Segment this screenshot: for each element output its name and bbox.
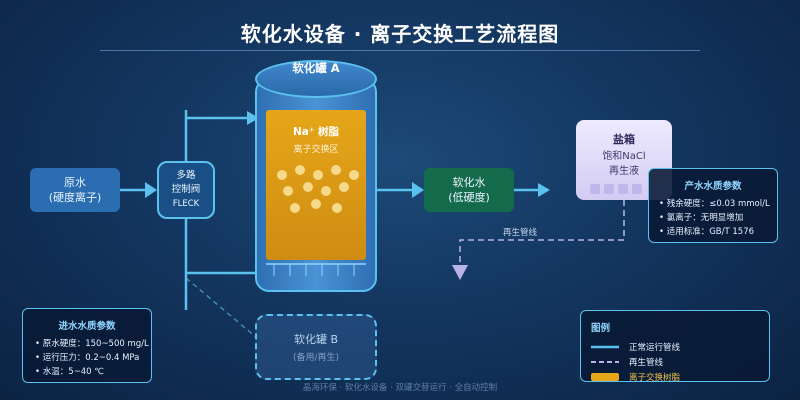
regen-line-label: 再生管线: [503, 228, 538, 238]
tank-b-note: (备用/再生): [292, 353, 340, 363]
resin-bead: [339, 182, 349, 192]
salt-crystal: [590, 184, 600, 194]
output-row: • 氯离子：无明显增加: [659, 213, 744, 223]
salt-crystal: [604, 184, 614, 194]
resin-bead: [283, 186, 293, 196]
diagram-title: 软化水设备 · 离子交换工艺流程图: [240, 22, 560, 46]
resin-bead: [290, 203, 300, 213]
legend-label: 离子交换树脂: [629, 372, 681, 383]
soft-water-sublabel: (低硬度): [448, 191, 490, 204]
tank-b-node: 软化罐 B (备用/再生): [255, 314, 377, 380]
raw-water-label: 原水: [64, 176, 86, 189]
input-quality-panel: 进水水质参数 • 原水硬度：150~500 mg/L • 运行压力：0.2~0.…: [22, 308, 152, 383]
legend-title: 图例: [591, 323, 611, 334]
input-panel-title: 进水水质参数: [58, 321, 116, 332]
tank-a-cap: [255, 60, 377, 98]
salt-crystal: [632, 184, 642, 194]
raw-water-node: 原水 (硬度离子): [30, 168, 120, 212]
tank-a-label: 软化罐 A: [292, 61, 340, 75]
control-valve-node: 多路 控制阀 FLECK: [157, 161, 215, 219]
legend-dashed-line-icon: [591, 360, 619, 363]
legend-item-resin: 离子交换树脂: [591, 369, 759, 384]
resin-subtitle: 离子交换区: [293, 145, 339, 155]
resin-bead: [311, 199, 321, 209]
legend-solid-line-icon: [591, 345, 619, 348]
soft-water-node: 软化水 (低硬度): [424, 168, 514, 212]
arrow-to-tank-a: [247, 111, 259, 125]
footer-caption: 晶海环保 · 软化水设备 · 双罐交替运行 · 全自动控制: [302, 383, 498, 393]
legend-item-normal: 正常运行管线: [591, 339, 759, 354]
salt-crystal: [618, 184, 628, 194]
brine-line-2: 再生液: [609, 166, 639, 177]
soft-water-label: 软化水: [452, 176, 486, 189]
legend-resin-swatch-icon: [591, 372, 619, 381]
resin-bead: [331, 165, 341, 175]
legend-panel: 图例 正常运行管线 再生管线 离子交换树脂: [580, 310, 770, 384]
output-panel-title: 产水水质参数: [684, 181, 742, 192]
regen-arrow: [452, 265, 468, 280]
tank-b-label: 软化罐 B: [293, 333, 339, 346]
resin-bead: [295, 165, 305, 175]
brine-tank-title: 盐箱: [613, 133, 635, 146]
output-quality-panel: 产水水质参数 • 残余硬度：≤0.03 mmol/L • 氯离子：无明显增加 •…: [648, 168, 778, 243]
valve-line-2: 控制阀: [171, 184, 201, 195]
resin-bead: [332, 203, 342, 213]
brine-line-1: 饱和NaCl: [602, 151, 646, 162]
resin-bed: [266, 110, 366, 260]
output-row: • 适用标准：GB/T 1576: [659, 227, 755, 237]
raw-water-sublabel: (硬度离子): [48, 191, 102, 204]
resin-bead: [277, 170, 287, 180]
resin-bead: [321, 186, 331, 196]
legend-item-regen: 再生管线: [591, 354, 759, 369]
legend-label: 再生管线: [629, 357, 664, 368]
regen-line: [459, 200, 625, 266]
input-row: • 运行压力：0.2~0.4 MPa: [35, 353, 140, 363]
arrow-to-soft: [412, 182, 424, 198]
legend-label: 正常运行管线: [629, 342, 681, 353]
valve-line-1: 多路: [176, 170, 196, 181]
arrow-out: [538, 183, 550, 197]
resin-bead: [349, 170, 359, 180]
output-row: • 残余硬度：≤0.03 mmol/L: [659, 199, 770, 209]
valve-line-3: FLECK: [172, 199, 200, 209]
input-row: • 水温：5~40 ℃: [35, 367, 104, 377]
input-row: • 原水硬度：150~500 mg/L: [35, 339, 149, 349]
resin-title: Na⁺ 树脂: [292, 126, 340, 138]
water-distributor: [266, 263, 366, 276]
resin-bead: [313, 170, 323, 180]
pipe-to-tank-b: [185, 277, 258, 339]
title-divider: [100, 50, 700, 51]
arrow-to-valve: [145, 182, 157, 198]
brine-tank-desc: 饱和NaCl 再生液: [576, 149, 672, 179]
resin-bead: [303, 182, 313, 192]
